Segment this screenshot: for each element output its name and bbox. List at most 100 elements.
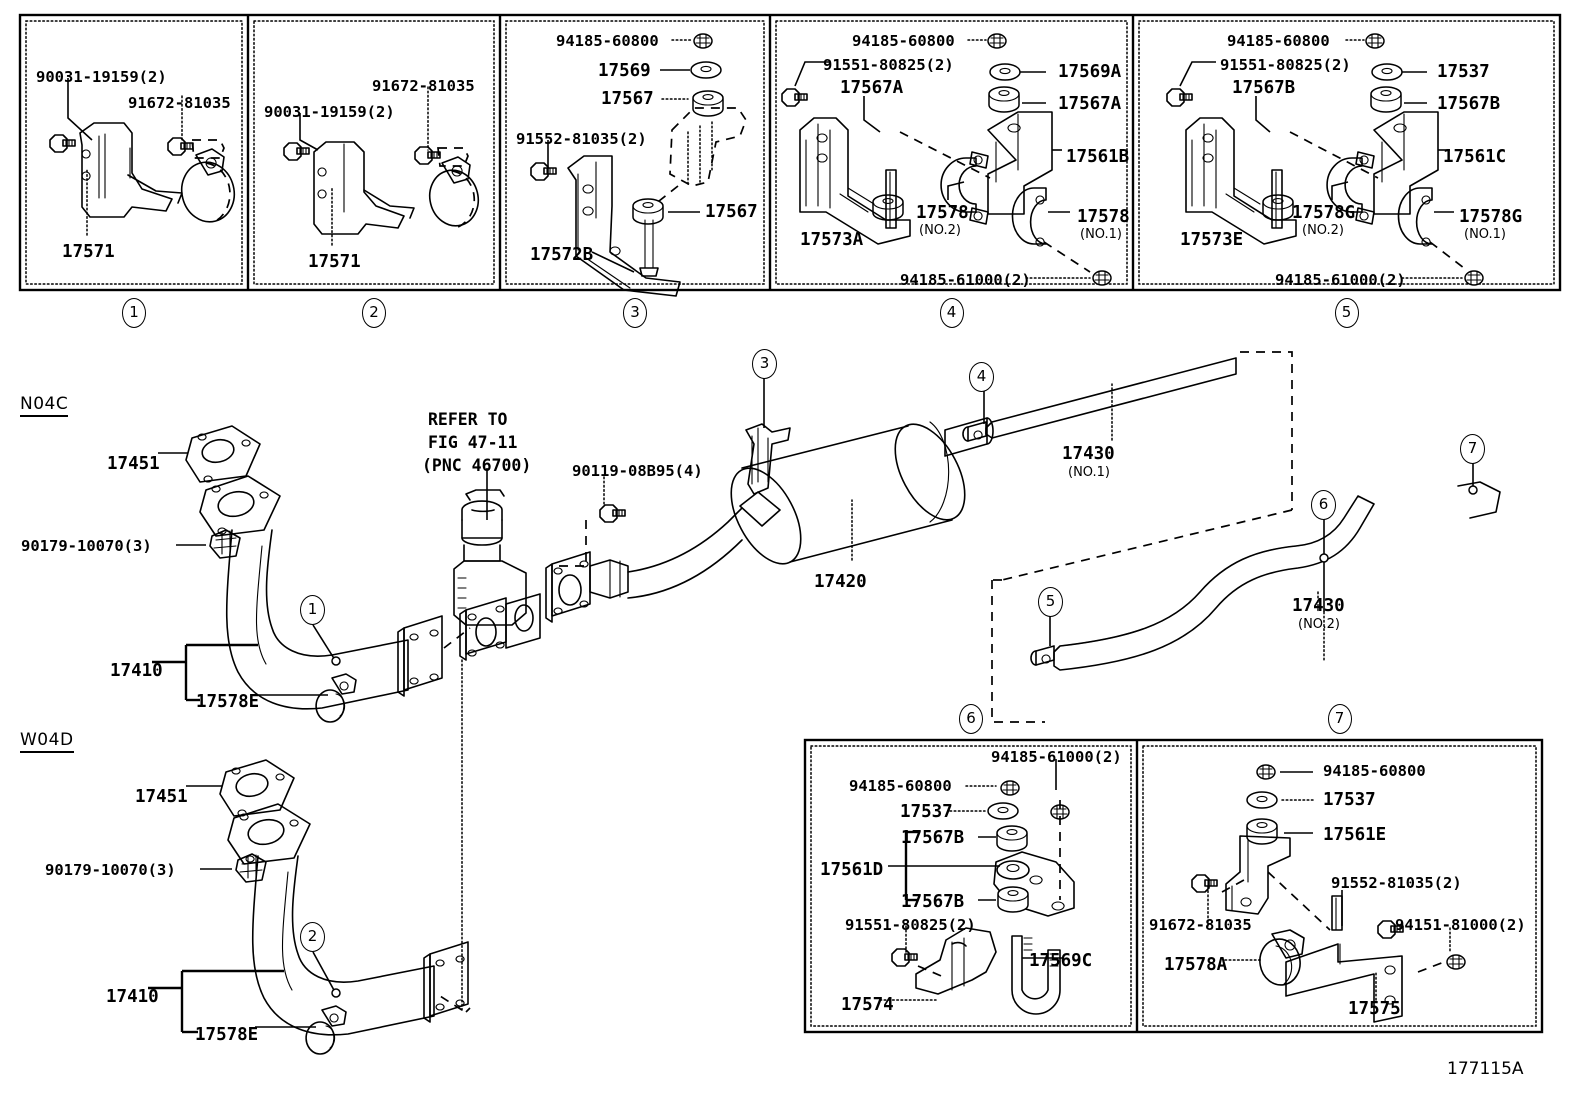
part-number-label: 17572B (530, 245, 594, 265)
panel-4-art (781, 33, 1112, 286)
engine-group-label-w04d: W04D (20, 730, 74, 753)
top-panel-frame (18, 13, 1562, 292)
gasket-n04c: 17451 (107, 454, 160, 474)
part-number-label: 17569 (598, 61, 651, 81)
part-number-label: 17561C (1443, 147, 1507, 167)
panel-index-4[interactable]: 4 (939, 298, 964, 328)
part-number-label: 91551-80825(2) (845, 916, 976, 934)
panel-index-2[interactable]: 2 (362, 298, 386, 328)
part-number-label: 91551-80825(2) (1220, 56, 1351, 74)
part-number-label: 94185-60800 (1227, 32, 1330, 50)
part-number-label: 17578G (1459, 207, 1523, 227)
part-number-label: 17578A (1164, 955, 1228, 975)
part-number-label: 17567B (1437, 94, 1501, 114)
figure-code: 177115A (1447, 1059, 1524, 1079)
gasket-w04d: 17451 (135, 787, 188, 807)
part-number-label: 17569A (1058, 62, 1122, 82)
front-pipe-n04c: 17410 (110, 661, 163, 681)
part-number-label: 17537 (1323, 790, 1376, 810)
part-number-label: 17571 (308, 252, 361, 272)
part-number-label: 17567A (1058, 94, 1122, 114)
panel-3-art (530, 33, 747, 297)
callout-bubble-5[interactable]: 5 (1038, 587, 1063, 617)
part-number-label: 17569C (1029, 951, 1093, 971)
front-pipe-w04d: 17410 (106, 987, 159, 1007)
panel-index-6[interactable]: 6 (959, 704, 983, 734)
tailpipe-no1-sub: (NO.1) (1068, 465, 1110, 480)
part-number-label: 94185-60800 (852, 32, 955, 50)
panel-5-art (1166, 33, 1484, 286)
part-number-label: 17537 (1437, 62, 1490, 82)
part-number-label: (NO.2) (919, 223, 961, 238)
part-number-label: 17567 (601, 89, 654, 109)
part-number-label: 17571 (62, 242, 115, 262)
part-number-label: 17537 (900, 802, 953, 822)
part-number-label: (NO.1) (1464, 227, 1506, 242)
part-number-label: 91551-80825(2) (823, 56, 954, 74)
part-number-label: 17561D (820, 860, 884, 880)
bottom-panel-frame (803, 738, 1544, 1034)
part-number-label: 17561B (1066, 147, 1130, 167)
part-number-label: 94151-81000(2) (1395, 916, 1526, 934)
callout-bubble-2[interactable]: 2 (300, 922, 325, 952)
part-number-label: 94185-61000(2) (900, 271, 1031, 289)
part-number-label: (NO.1) (1080, 227, 1122, 242)
refer-line-1: REFER TO (428, 410, 508, 429)
part-number-label: 17567A (840, 78, 904, 98)
panel-1-art (49, 78, 236, 236)
bolt-90119: 90119-08B95(4) (572, 462, 703, 480)
part-number-label: 17567B (901, 892, 965, 912)
panel-index-7[interactable]: 7 (1327, 704, 1352, 734)
panel-index-1[interactable]: 1 (122, 298, 146, 328)
muffler: 17420 (814, 572, 867, 592)
part-number-label: 17574 (841, 995, 894, 1015)
part-number-label: (NO.2) (1302, 223, 1344, 238)
engine-group-label-n04c: N04C (20, 394, 69, 417)
part-number-label: 90031-19159(2) (264, 103, 395, 121)
callout-bubble-4[interactable]: 4 (969, 362, 994, 392)
part-number-label: 94185-60800 (556, 32, 659, 50)
tailpipe-no2: 17430 (1292, 596, 1345, 616)
callout-bubble-1[interactable]: 1 (300, 595, 325, 625)
part-number-label: 94185-60800 (849, 777, 952, 795)
part-number-label: 17573A (800, 230, 864, 250)
callout-bubble-6[interactable]: 6 (1311, 490, 1336, 520)
part-number-label: 91552-81035(2) (1331, 874, 1462, 892)
panel-index-5[interactable]: 5 (1334, 298, 1359, 328)
main-n04c-art (152, 351, 1501, 1011)
part-number-label: 17567B (1232, 78, 1296, 98)
panel-6-art (879, 759, 1075, 1015)
part-number-label: 17561E (1323, 825, 1387, 845)
nut-90179-n04c: 90179-10070(3) (21, 537, 152, 555)
main-callout-leaders (312, 485, 1478, 998)
part-number-label: 90031-19159(2) (36, 68, 167, 86)
part-number-label: 91552-81035(2) (516, 130, 647, 148)
part-number-label: 94185-60800 (1323, 762, 1426, 780)
part-number-label: 17578 (916, 203, 969, 223)
part-number-label: 17578G (1292, 203, 1356, 223)
part-number-label: 17573E (1180, 230, 1244, 250)
panel-2-art (283, 86, 480, 246)
part-number-label: 17567 (705, 202, 758, 222)
panel-index-3[interactable]: 3 (623, 298, 647, 328)
part-number-label: 91672-81035 (1149, 916, 1252, 934)
part-number-label: 94185-61000(2) (1275, 271, 1406, 289)
clamp-w04d: 17578E (195, 1025, 259, 1045)
tailpipe-no1: 17430 (1062, 444, 1115, 464)
main-w04d-art (148, 759, 471, 1055)
refer-line-2: FIG 47-11 (428, 433, 518, 452)
part-number-label: 17575 (1348, 999, 1401, 1019)
part-number-label: 91672-81035 (372, 77, 475, 95)
part-number-label: 94185-61000(2) (991, 748, 1122, 766)
part-number-label: 91672-81035 (128, 94, 231, 112)
callout-bubble-3[interactable]: 3 (752, 349, 777, 379)
clamp-n04c: 17578E (196, 692, 260, 712)
panel-7-art (1191, 764, 1466, 1023)
tailpipe-no2-sub: (NO.2) (1298, 617, 1340, 632)
part-number-label: 17567B (901, 828, 965, 848)
callout-bubble-7[interactable]: 7 (1460, 434, 1485, 464)
nut-90179-w04d: 90179-10070(3) (45, 861, 176, 879)
refer-line-3: (PNC 46700) (422, 456, 532, 475)
